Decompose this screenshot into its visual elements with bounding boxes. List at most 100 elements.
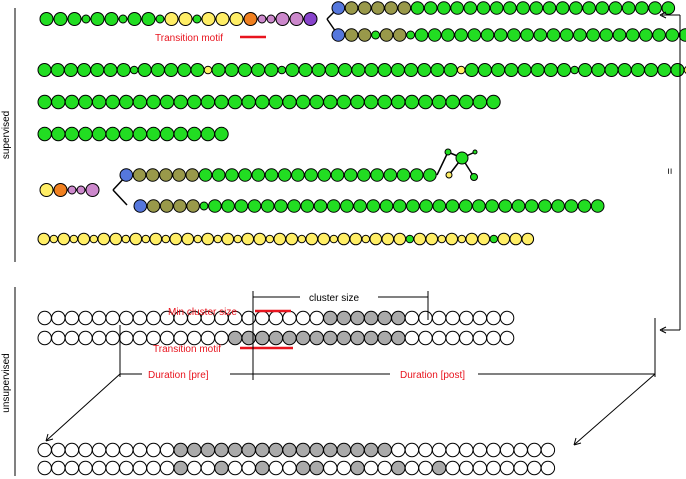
- row4-node: [173, 126, 188, 142]
- row2-node: [338, 63, 353, 77]
- u-bottom-node: [295, 330, 311, 346]
- row1-branch-b-node: [379, 28, 394, 42]
- label-min-cluster-size: Min cluster size: [168, 307, 237, 318]
- expanded-bottom-node: [377, 460, 392, 476]
- expanded-bottom-node: [499, 460, 515, 476]
- u-top-node: [431, 310, 447, 326]
- row1-branch-a-node: [423, 1, 438, 15]
- expanded-top-node: [227, 442, 243, 458]
- row1-node: [178, 12, 193, 26]
- row3-node: [336, 94, 352, 110]
- row5-branch-b-node: [260, 199, 275, 213]
- tree-link: [436, 151, 449, 176]
- row2-node: [285, 63, 300, 77]
- row6-node: [169, 232, 183, 246]
- row2-node: [311, 63, 326, 77]
- expanded-bottom-node: [132, 460, 148, 476]
- row6-node: [465, 232, 479, 246]
- u-top-node: [377, 310, 392, 326]
- expanded-bottom-node: [459, 460, 474, 476]
- row5-branch-a-node: [145, 168, 160, 182]
- u-bottom-node: [486, 330, 501, 346]
- expanded-top-node: [173, 442, 188, 458]
- u-bottom-node: [105, 330, 120, 346]
- row5-branch-b-node: [392, 199, 407, 213]
- row6-node: [349, 232, 363, 246]
- expanded-top-node: [499, 442, 515, 458]
- row3-node: [105, 94, 120, 110]
- row2-node: [203, 65, 213, 75]
- row6-node: [337, 232, 351, 246]
- row3-node: [268, 94, 284, 110]
- row1-branch-b-node: [586, 28, 600, 42]
- row6-node: [297, 234, 307, 244]
- row4-node: [105, 126, 120, 142]
- expanded-top-node: [431, 442, 447, 458]
- row2-node: [430, 63, 445, 77]
- expanded-bottom-node: [282, 460, 297, 476]
- row2-node: [324, 63, 339, 77]
- u-top-node: [445, 310, 460, 326]
- expanded-top-node: [187, 442, 202, 458]
- row1-branch-a-node: [503, 1, 517, 15]
- expanded-bottom-node: [323, 460, 338, 476]
- row1-node: [39, 12, 54, 26]
- row1-branch-b-node: [665, 28, 680, 42]
- expanded-top-node: [513, 442, 528, 458]
- row4-node: [119, 126, 134, 142]
- row1-branch-a-node: [608, 1, 623, 15]
- u-top-node: [37, 310, 52, 326]
- node-chains: [37, 1, 686, 476]
- row5-branch-a-node: [357, 168, 371, 182]
- row3-node: [472, 94, 488, 110]
- row5-branch-b-node: [538, 199, 552, 213]
- row1-branch-b-node: [639, 28, 653, 42]
- row6-node: [161, 234, 171, 244]
- expanded-bottom-node: [295, 460, 311, 476]
- row3-node: [132, 94, 148, 110]
- expanded-bottom-node: [119, 460, 134, 476]
- row2-node: [657, 63, 672, 77]
- row6-node: [381, 232, 395, 246]
- row6-node: [425, 232, 439, 246]
- u-top-node: [146, 310, 161, 326]
- arrowhead-bottom: [659, 326, 667, 334]
- row4-node: [187, 126, 202, 142]
- row6-node: [285, 232, 299, 246]
- row5-node: [76, 185, 86, 195]
- row5-branch-b-node: [287, 199, 301, 213]
- row1-branch-a-node: [437, 1, 451, 15]
- row2-node: [517, 63, 532, 77]
- u-bottom-node: [350, 330, 365, 346]
- row5-branch-a-node: [396, 168, 411, 182]
- row3-node: [404, 94, 420, 110]
- row2-node: [570, 65, 579, 75]
- label-duration-post: Duration [post]: [400, 370, 465, 381]
- expanded-top-node: [268, 442, 284, 458]
- expanded-bottom-node: [255, 460, 270, 476]
- u-top-node: [363, 310, 379, 326]
- u-bottom-node: [404, 330, 420, 346]
- expanded-top-node: [363, 442, 379, 458]
- u-top-node: [91, 310, 107, 326]
- row2-node: [50, 63, 65, 77]
- row5-branch-a-node: [409, 168, 424, 182]
- row1-branch-a-node: [582, 1, 596, 15]
- row6-node: [509, 232, 523, 246]
- annotations: Transition motif Min cluster size Transi…: [1, 8, 681, 476]
- u-bottom-node: [268, 330, 284, 346]
- row5-branch-b-node: [524, 199, 539, 213]
- expanded-top-node: [200, 442, 216, 458]
- label-supervised: supervised: [1, 111, 12, 159]
- row1-branch-a-node: [371, 1, 385, 15]
- expanded-top-node: [404, 442, 420, 458]
- row2-node: [670, 63, 685, 77]
- expanded-top-node: [78, 442, 93, 458]
- expanded-top-node: [214, 442, 229, 458]
- u-bottom-node: [78, 330, 93, 346]
- row2-node: [543, 63, 558, 77]
- row2-node: [211, 63, 226, 77]
- row1-node: [215, 12, 230, 26]
- row1-branch-b-node: [441, 28, 455, 42]
- row5-branch-b-node: [221, 199, 235, 213]
